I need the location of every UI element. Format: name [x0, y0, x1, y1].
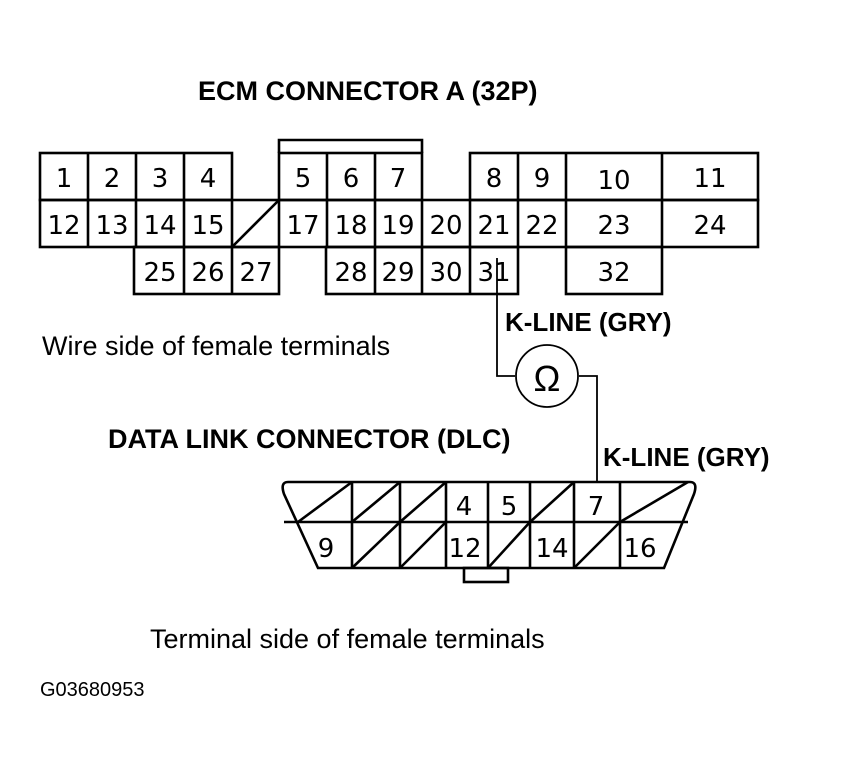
dlc-outline: [281, 480, 697, 570]
ecm-pin-15: 15: [191, 211, 224, 241]
ecm-pin-20: 20: [429, 211, 462, 241]
ecm-pin-30: 30: [429, 258, 462, 288]
ecm-row3-right-block: [564, 245, 664, 296]
ecm-pin-3: 3: [152, 164, 169, 194]
ecm-connector: 1 2 3 4 5 6 7 8 9 10 11 12 13 14 15 17 1…: [38, 138, 760, 296]
ecm-row1-middle-block: [277, 151, 424, 202]
ecm-pin-25: 25: [143, 258, 176, 288]
ecm-pin-7: 7: [390, 164, 407, 194]
ecm-pin-14: 14: [143, 211, 176, 241]
ecm-pin-31: 31: [477, 258, 510, 288]
dlc-pin-14: 14: [535, 534, 568, 564]
k-line-wire-ecm-side: [496, 258, 515, 377]
dlc-caption: Terminal side of female terminals: [150, 624, 545, 654]
ecm-pin-11: 11: [693, 164, 726, 194]
ecm-pin-29: 29: [381, 258, 414, 288]
ecm-pin-13: 13: [95, 211, 128, 241]
ecm-top-key: [277, 138, 424, 153]
ohmmeter-icon: [515, 344, 579, 408]
ecm-pin-19: 19: [381, 211, 414, 241]
k-line-wiring: Ω: [496, 258, 598, 482]
dlc-pin-9: 9: [318, 534, 335, 564]
ecm-pin-10: 10: [597, 166, 630, 196]
ecm-pin-22: 22: [525, 211, 558, 241]
ecm-pin-8: 8: [486, 164, 503, 194]
ecm-pin-24: 24: [693, 211, 726, 241]
figure-id: G03680953: [40, 679, 145, 701]
ecm-pin-21: 21: [477, 211, 510, 241]
ohm-symbol: Ω: [534, 358, 561, 399]
ecm-blank-cavity-mark: [231, 199, 280, 248]
dlc-pin-12: 12: [448, 534, 481, 564]
dlc-pin-5: 5: [501, 492, 518, 522]
dlc-bottom-key: [462, 566, 510, 584]
ecm-pin-32: 32: [597, 258, 630, 288]
ecm-connector-title: ECM CONNECTOR A (32P): [198, 76, 538, 106]
ecm-pin-12: 12: [47, 211, 80, 241]
ecm-row3-left-block: [132, 245, 281, 296]
ecm-row1-right-block: [468, 151, 760, 202]
dlc-pin-16: 16: [623, 534, 656, 564]
ecm-pin-1: 1: [56, 164, 73, 194]
dlc-connector: 4 5 7 9 12 14 16: [281, 480, 697, 584]
ecm-pin-2: 2: [104, 164, 121, 194]
ecm-pin-18: 18: [334, 211, 367, 241]
ecm-pin-27: 27: [239, 258, 272, 288]
ecm-pin-23: 23: [597, 211, 630, 241]
ecm-pin-17: 17: [286, 211, 319, 241]
dlc-pin-4: 4: [456, 492, 473, 522]
k-line-label-dlc: K-LINE (GRY): [603, 442, 770, 472]
ecm-pin-28: 28: [334, 258, 367, 288]
dlc-pin-7: 7: [588, 492, 605, 522]
ecm-pin-4: 4: [200, 164, 217, 194]
ecm-pin-5: 5: [295, 164, 312, 194]
ecm-pin-9: 9: [534, 164, 551, 194]
ecm-caption: Wire side of female terminals: [42, 331, 390, 361]
k-line-wire-dlc-side: [579, 375, 598, 482]
ecm-pin-26: 26: [191, 258, 224, 288]
dlc-title: DATA LINK CONNECTOR (DLC): [108, 424, 510, 454]
k-line-label-ecm: K-LINE (GRY): [505, 307, 672, 337]
ecm-pin-6: 6: [343, 164, 360, 194]
